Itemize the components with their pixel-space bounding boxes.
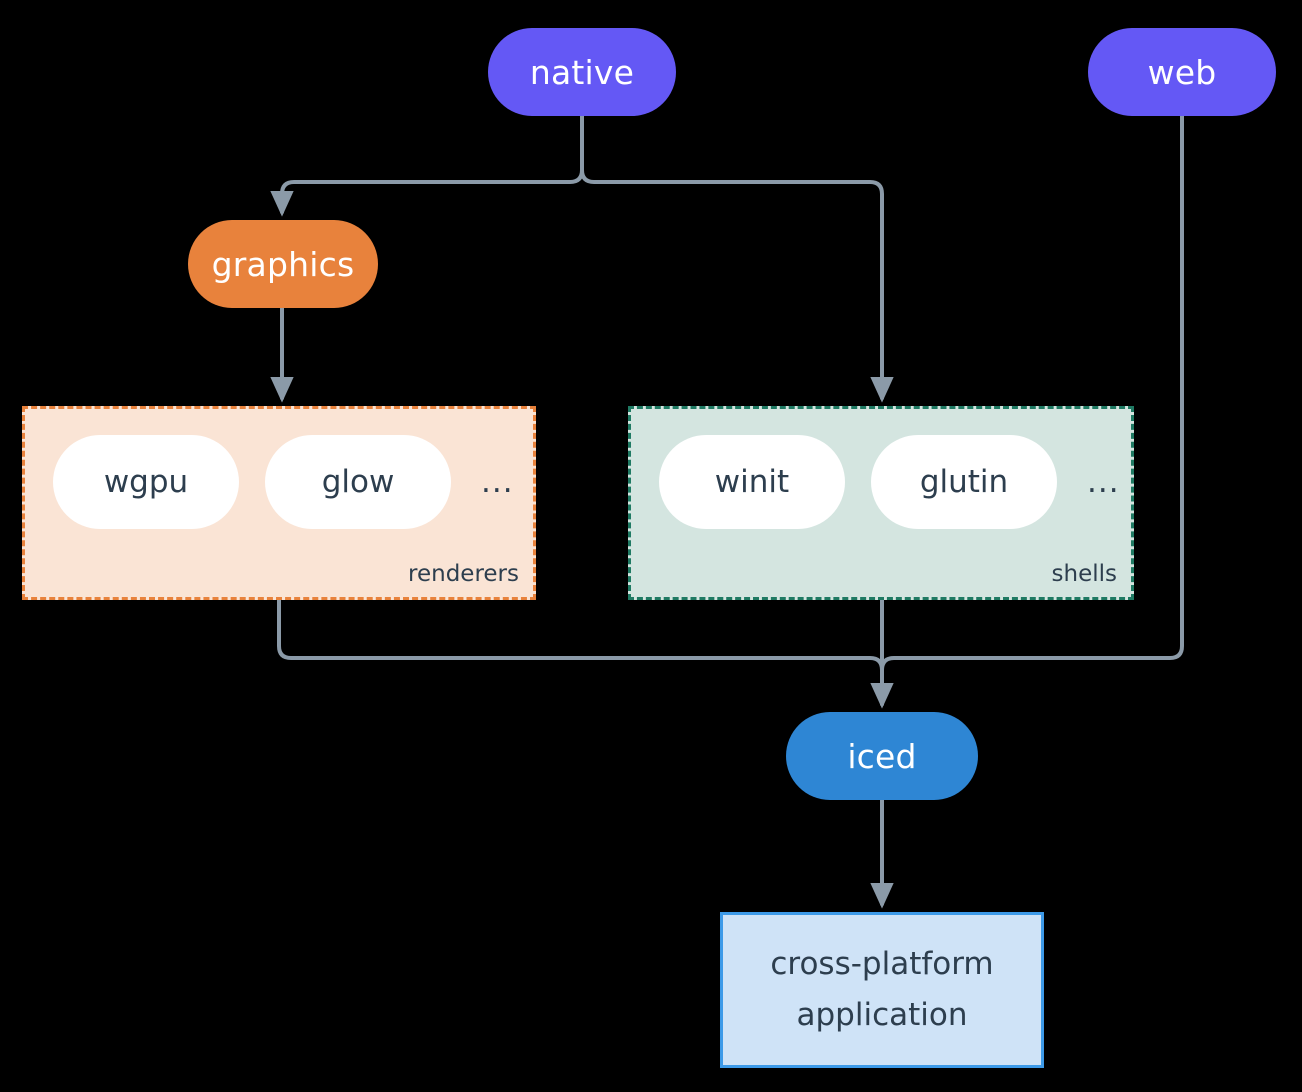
edge-native-to-shells <box>580 168 894 403</box>
chip-wgpu-label: wgpu <box>103 464 189 500</box>
node-native-label: native <box>529 52 635 92</box>
chip-glutin-label: glutin <box>919 464 1009 500</box>
chip-glow[interactable]: glow <box>265 435 451 529</box>
group-renderers: wgpu glow ... renderers <box>22 406 536 600</box>
renderers-ellipsis: ... <box>481 464 514 500</box>
node-application-line1: cross-platform <box>770 945 994 982</box>
node-web[interactable]: web <box>1088 28 1276 116</box>
group-renderers-label: renderers <box>408 561 519 587</box>
node-web-label: web <box>1147 52 1217 92</box>
group-shells-label: shells <box>1051 561 1117 587</box>
node-native[interactable]: native <box>488 28 676 116</box>
edge-renderers-to-iced <box>277 598 884 706</box>
node-application[interactable]: cross-platform application <box>720 912 1044 1068</box>
group-shells: winit glutin ... shells <box>628 406 1134 600</box>
group-shells-items: winit glutin ... <box>659 435 1120 529</box>
node-iced[interactable]: iced <box>786 712 978 800</box>
node-graphics[interactable]: graphics <box>188 220 378 308</box>
node-graphics-label: graphics <box>211 244 355 284</box>
chip-glow-label: glow <box>321 464 395 500</box>
chip-winit[interactable]: winit <box>659 435 845 529</box>
chip-winit-label: winit <box>714 464 790 500</box>
group-renderers-items: wgpu glow ... <box>53 435 514 529</box>
node-iced-label: iced <box>847 736 917 776</box>
node-application-line2: application <box>796 997 968 1033</box>
chip-wgpu[interactable]: wgpu <box>53 435 239 529</box>
edge-native-to-graphics <box>270 168 584 217</box>
chip-glutin[interactable]: glutin <box>871 435 1057 529</box>
shells-ellipsis: ... <box>1087 464 1120 500</box>
